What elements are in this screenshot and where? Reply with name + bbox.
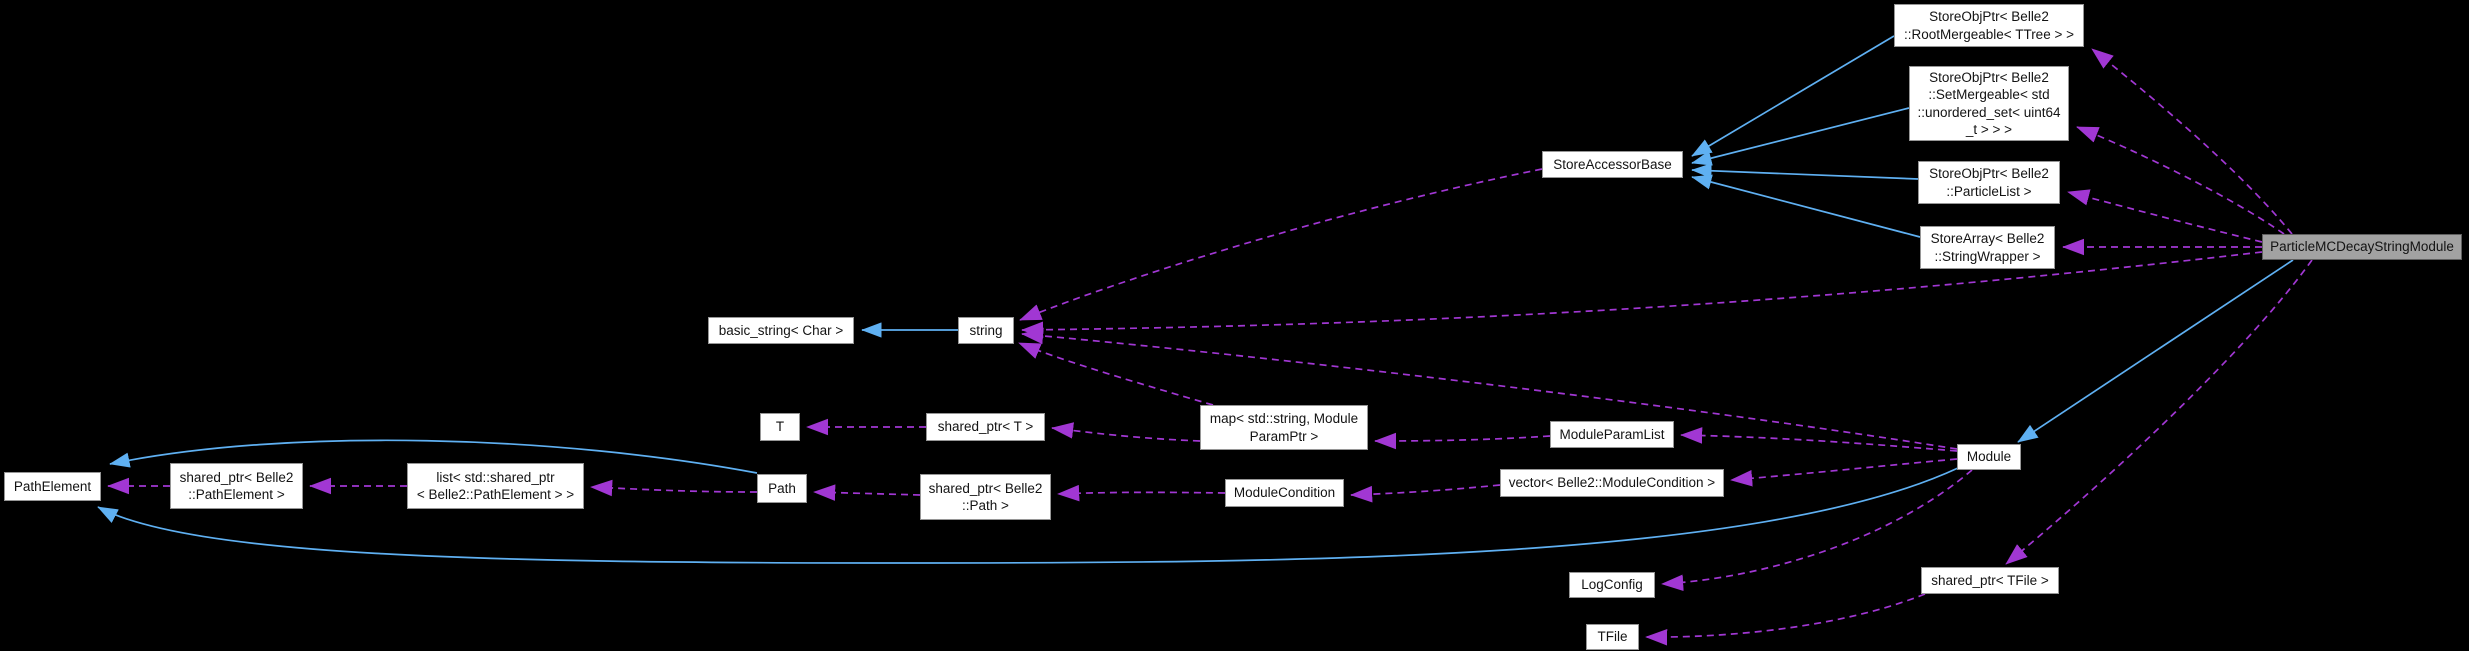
node-shared-ptr-pathelement[interactable]: shared_ptr< Belle2 ::PathElement > [170, 463, 303, 509]
node-basic-string-char[interactable]: basic_string< Char > [708, 317, 854, 344]
edge-module-vectormodulecondition [1730, 458, 1958, 487]
edge-pmdsm-rootmergeable [2091, 48, 2293, 235]
node-module[interactable]: Module [1957, 444, 2021, 470]
edge-pmdsm-module [2017, 259, 2294, 443]
edge-particlelist-storeaccessorbase [1691, 163, 1919, 180]
edge-moduleparamlist-map [1374, 432, 1551, 450]
edge-module-moduleparamlist [1680, 427, 1958, 452]
edge-modulecondition-sharedptrpath [1057, 484, 1226, 502]
edge-module-string [1021, 327, 1958, 450]
node-tfile[interactable]: TFile [1586, 624, 1639, 650]
edge-sharedptrtfile-tfile [1645, 593, 1926, 646]
node-storeaccessorbase[interactable]: StoreAccessorBase [1542, 151, 1683, 178]
node-string[interactable]: string [958, 317, 1014, 344]
node-list-shared-ptr-pathelement[interactable]: list< std::shared_ptr < Belle2::PathElem… [407, 463, 584, 509]
edge-map-string [1018, 342, 1214, 406]
node-shared-ptr-path[interactable]: shared_ptr< Belle2 ::Path > [920, 474, 1051, 520]
node-logconfig[interactable]: LogConfig [1569, 572, 1655, 598]
node-storearray-stringwrapper[interactable]: StoreArray< Belle2 ::StringWrapper > [1920, 226, 2055, 269]
node-path[interactable]: Path [757, 474, 807, 503]
node-t[interactable]: T [760, 413, 800, 441]
edge-pmdsm-setmergeable [2076, 126, 2285, 235]
edge-pmdsm-sharedptrtfile [2005, 259, 2313, 565]
node-pathelement[interactable]: PathElement [4, 472, 101, 501]
node-map-string-moduleparamptr[interactable]: map< std::string, Module ParamPtr > [1200, 405, 1368, 450]
edge-setmergeable-storeaccessorbase [1691, 107, 1910, 166]
edge-path-pathelement [109, 439, 758, 474]
node-modulecondition[interactable]: ModuleCondition [1225, 479, 1344, 507]
edge-pmdsm-string [1021, 251, 2263, 339]
edge-module-logconfig [1661, 469, 1973, 592]
edge-map-sharedptrt [1051, 422, 1201, 442]
edge-pmdsm-particlelist [2067, 189, 2263, 243]
edge-vector-modulecondition [1350, 484, 1501, 503]
edge-sharedptrpath-path [813, 484, 921, 501]
node-shared-ptr-tfile[interactable]: shared_ptr< TFile > [1921, 567, 2059, 594]
edge-storeaccessorbase-string [1019, 168, 1543, 321]
edge-path-list [590, 479, 758, 497]
edge-module-pathelement [97, 467, 1959, 564]
node-particlemcdecaystringmodule[interactable]: ParticleMCDecayStringModule [2262, 234, 2462, 260]
node-shared-ptr-t[interactable]: shared_ptr< T > [926, 413, 1045, 441]
node-vector-modulecondition[interactable]: vector< Belle2::ModuleCondition > [1500, 469, 1724, 497]
edge-rootmergeable-storeaccessorbase [1691, 35, 1895, 157]
node-storeobjptr-particlelist[interactable]: StoreObjPtr< Belle2 ::ParticleList > [1918, 161, 2060, 204]
node-storeobjptr-rootmergeable[interactable]: StoreObjPtr< Belle2 ::RootMergeable< TTr… [1894, 4, 2084, 47]
node-storeobjptr-setmergeable[interactable]: StoreObjPtr< Belle2 ::SetMergeable< std … [1909, 66, 2069, 141]
edge-stringwrapper-storeaccessorbase [1691, 174, 1921, 238]
node-moduleparamlist[interactable]: ModuleParamList [1550, 421, 1674, 448]
